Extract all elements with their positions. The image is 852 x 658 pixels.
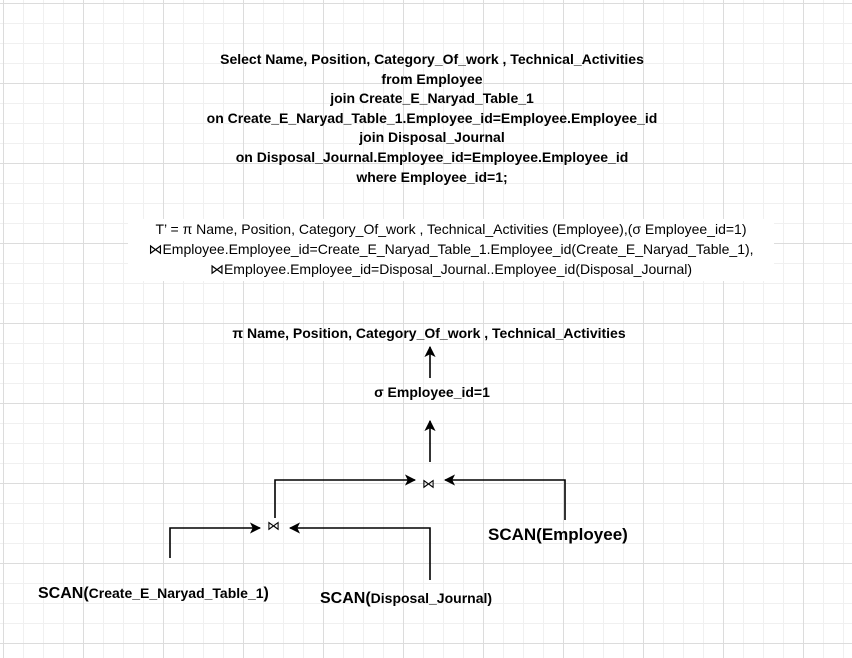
sql-line: on Disposal_Journal.Employee_id=Employee…: [235, 148, 629, 165]
edge-scan-employee-to-join: [443, 474, 566, 520]
selection-node: σ Employee_id=1: [374, 384, 490, 400]
scan-keyword: SCAN(: [38, 585, 89, 602]
ra-line: T’ = π Name, Position, Category_Of_work …: [155, 221, 747, 237]
join-node-top: ⋈: [422, 476, 435, 491]
edge-join-to-join: [274, 474, 417, 518]
sql-line: from Employee: [381, 70, 483, 87]
edge-scan-create-to-join: [169, 522, 262, 558]
scan-close-paren: ): [487, 590, 493, 606]
sql-line: join Create_E_Naryad_Table_1: [330, 90, 534, 107]
sql-line: where Employee_id=1;: [356, 168, 508, 185]
scan-close-paren: ): [263, 585, 269, 602]
scan-disposal-node: SCAN(Disposal_Journal): [320, 590, 492, 608]
scan-table-name: Create_E_Naryad_Table_1: [88, 585, 264, 601]
scan-table-name: Employee: [541, 525, 623, 544]
scan-close-paren: ): [622, 525, 628, 544]
scan-employee-node: SCAN(Employee): [488, 525, 628, 545]
join-node-bottom: ⋈: [267, 518, 280, 533]
sql-line: join Disposal_Journal: [359, 129, 505, 146]
scan-keyword: SCAN(: [320, 590, 371, 607]
scan-keyword: SCAN(: [488, 525, 542, 544]
ra-line: ⋈Employee.Employee_id=Disposal_Journal..…: [209, 261, 693, 277]
relational-algebra-expression: T’ = π Name, Position, Category_Of_work …: [128, 219, 774, 281]
projection-node: π Name, Position, Category_Of_work , Tec…: [232, 325, 626, 341]
sql-line: on Create_E_Naryad_Table_1.Employee_id=E…: [206, 109, 658, 126]
scan-table-name: Disposal_Journal: [370, 590, 488, 606]
edge-scan-disposal-to-join: [288, 522, 431, 580]
scan-create-node: SCAN(Create_E_Naryad_Table_1): [38, 585, 269, 603]
ra-line: ⋈Employee.Employee_id=Create_E_Naryad_Ta…: [148, 241, 754, 257]
sql-query: Select Name, Position, Category_Of_work …: [132, 50, 732, 187]
sql-line: Select Name, Position, Category_Of_work …: [220, 51, 644, 67]
